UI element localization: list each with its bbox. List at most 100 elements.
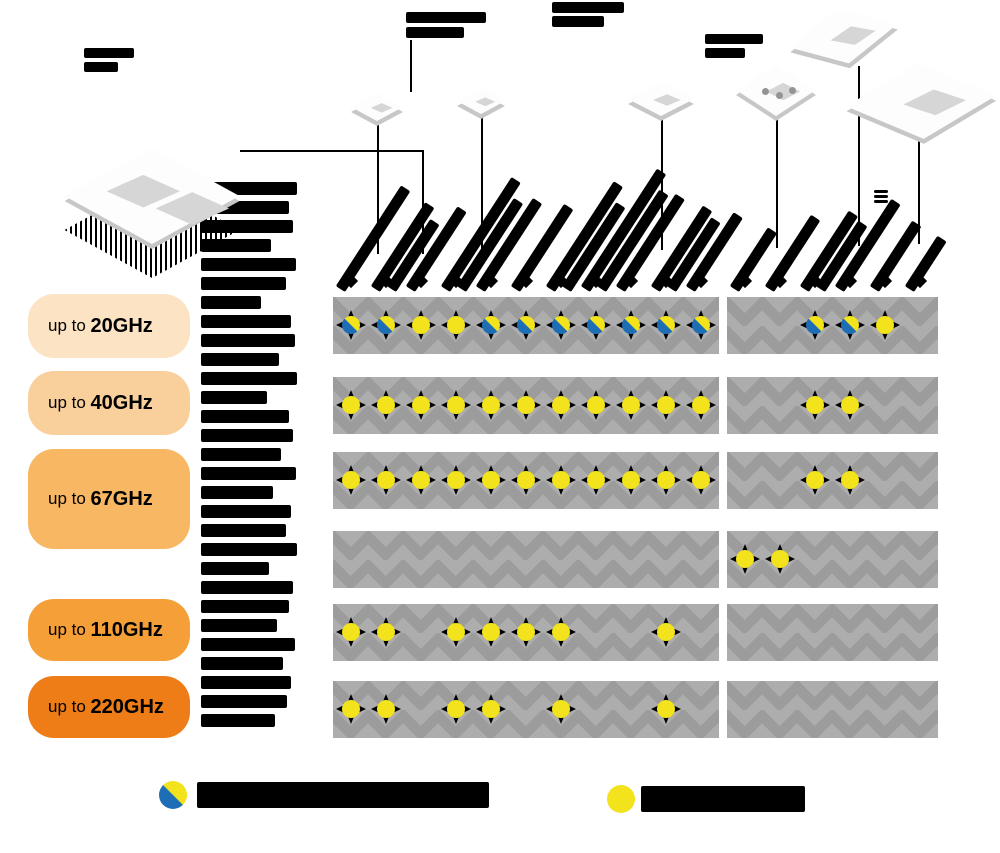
pcb-board-illustration <box>64 148 240 278</box>
row-label-text <box>201 619 277 632</box>
yellow-dot <box>736 550 754 568</box>
frequency-band-label: up to 40GHz <box>28 371 190 435</box>
pcb-board-illustration <box>628 82 694 121</box>
leader-line <box>858 66 860 246</box>
yellow-dot <box>841 396 859 414</box>
yellow-dot <box>552 471 570 489</box>
yellow-dot <box>342 623 360 641</box>
row-label-text <box>201 695 287 708</box>
row-label-text <box>201 562 269 575</box>
frequency-value: 67GHz <box>90 487 153 510</box>
yellow-dot <box>412 471 430 489</box>
board-chip <box>370 103 393 113</box>
leader-line <box>377 121 379 254</box>
yellow-dot <box>876 316 894 334</box>
frequency-prefix: up to <box>48 489 91 508</box>
yellow-dot <box>657 623 675 641</box>
split-blue-yellow-dot <box>517 316 535 334</box>
yellow-dot <box>552 396 570 414</box>
split-blue-yellow-dot <box>622 316 640 334</box>
board-chip <box>653 94 681 106</box>
row-label-text <box>201 429 293 442</box>
row-label-text <box>201 581 293 594</box>
yellow-dot <box>342 700 360 718</box>
row-label-text <box>201 676 291 689</box>
board-hole <box>788 86 796 94</box>
illustration-label-text <box>874 195 888 198</box>
matrix-row-band <box>727 681 938 738</box>
frequency-band-label: up to 20GHz <box>28 294 190 358</box>
yellow-dot <box>517 471 535 489</box>
row-label-text <box>201 372 297 385</box>
row-label-text <box>201 353 279 366</box>
illustration-label-text <box>552 2 624 13</box>
row-label-text <box>201 334 295 347</box>
row-label-text <box>201 391 267 404</box>
yellow-dot <box>771 550 789 568</box>
row-label-text <box>201 657 283 670</box>
matrix-row-band <box>727 297 938 354</box>
yellow-dot <box>587 471 605 489</box>
yellow-dot <box>482 471 500 489</box>
illustration-label-text <box>406 27 464 38</box>
yellow-dot <box>377 471 395 489</box>
split-blue-yellow-dot <box>692 316 710 334</box>
yellow-dot <box>657 471 675 489</box>
legend-split-dot-icon <box>159 781 187 809</box>
yellow-dot <box>412 316 430 334</box>
pcb-board-illustration <box>736 64 816 121</box>
yellow-dot <box>622 396 640 414</box>
yellow-dot <box>447 396 465 414</box>
board-hole <box>776 92 783 100</box>
yellow-dot <box>622 471 640 489</box>
matrix-row-band <box>727 604 938 661</box>
legend-label-text <box>197 782 489 808</box>
yellow-dot <box>342 396 360 414</box>
row-label-text <box>201 486 273 499</box>
row-label-text <box>201 410 289 423</box>
split-blue-yellow-dot <box>377 316 395 334</box>
row-label-text <box>201 258 296 271</box>
yellow-dot <box>517 396 535 414</box>
yellow-dot <box>552 623 570 641</box>
yellow-dot <box>447 471 465 489</box>
frequency-prefix: up to <box>48 697 91 716</box>
frequency-band-label: up to 220GHz <box>28 676 190 738</box>
frequency-band-label: up to 67GHz <box>28 449 190 549</box>
yellow-dot <box>447 623 465 641</box>
matrix-row-band <box>333 531 719 588</box>
illustration-label-text <box>874 190 888 193</box>
leader-line <box>240 150 422 152</box>
frequency-value: 40GHz <box>90 391 153 414</box>
matrix-row-band <box>727 531 938 588</box>
matrix-row-band <box>727 452 938 509</box>
pcb-board-illustration <box>783 0 902 75</box>
row-label-text <box>201 524 286 537</box>
illustration-label-text <box>84 48 134 58</box>
row-label-text <box>201 600 289 613</box>
yellow-dot <box>482 623 500 641</box>
frequency-band-label: up to 110GHz <box>28 599 190 661</box>
yellow-dot <box>377 700 395 718</box>
leader-line <box>410 40 412 92</box>
yellow-dot <box>692 471 710 489</box>
frequency-value: 20GHz <box>90 314 153 337</box>
split-blue-yellow-dot <box>806 316 824 334</box>
row-label-text <box>201 296 261 309</box>
leader-line <box>481 114 483 252</box>
board-hole <box>762 87 770 95</box>
matrix-row-band <box>727 377 938 434</box>
yellow-dot <box>447 700 465 718</box>
split-blue-yellow-dot <box>657 316 675 334</box>
row-label-text <box>201 714 275 727</box>
illustration-label-text <box>84 62 118 72</box>
yellow-dot <box>342 471 360 489</box>
pcb-board-illustration <box>457 88 505 119</box>
split-blue-yellow-dot <box>482 316 500 334</box>
leader-line <box>422 150 424 254</box>
pcb-board-illustration <box>844 58 999 144</box>
yellow-dot <box>806 471 824 489</box>
row-label-text <box>201 315 291 328</box>
row-label-text <box>201 505 291 518</box>
row-label-text <box>201 543 297 556</box>
